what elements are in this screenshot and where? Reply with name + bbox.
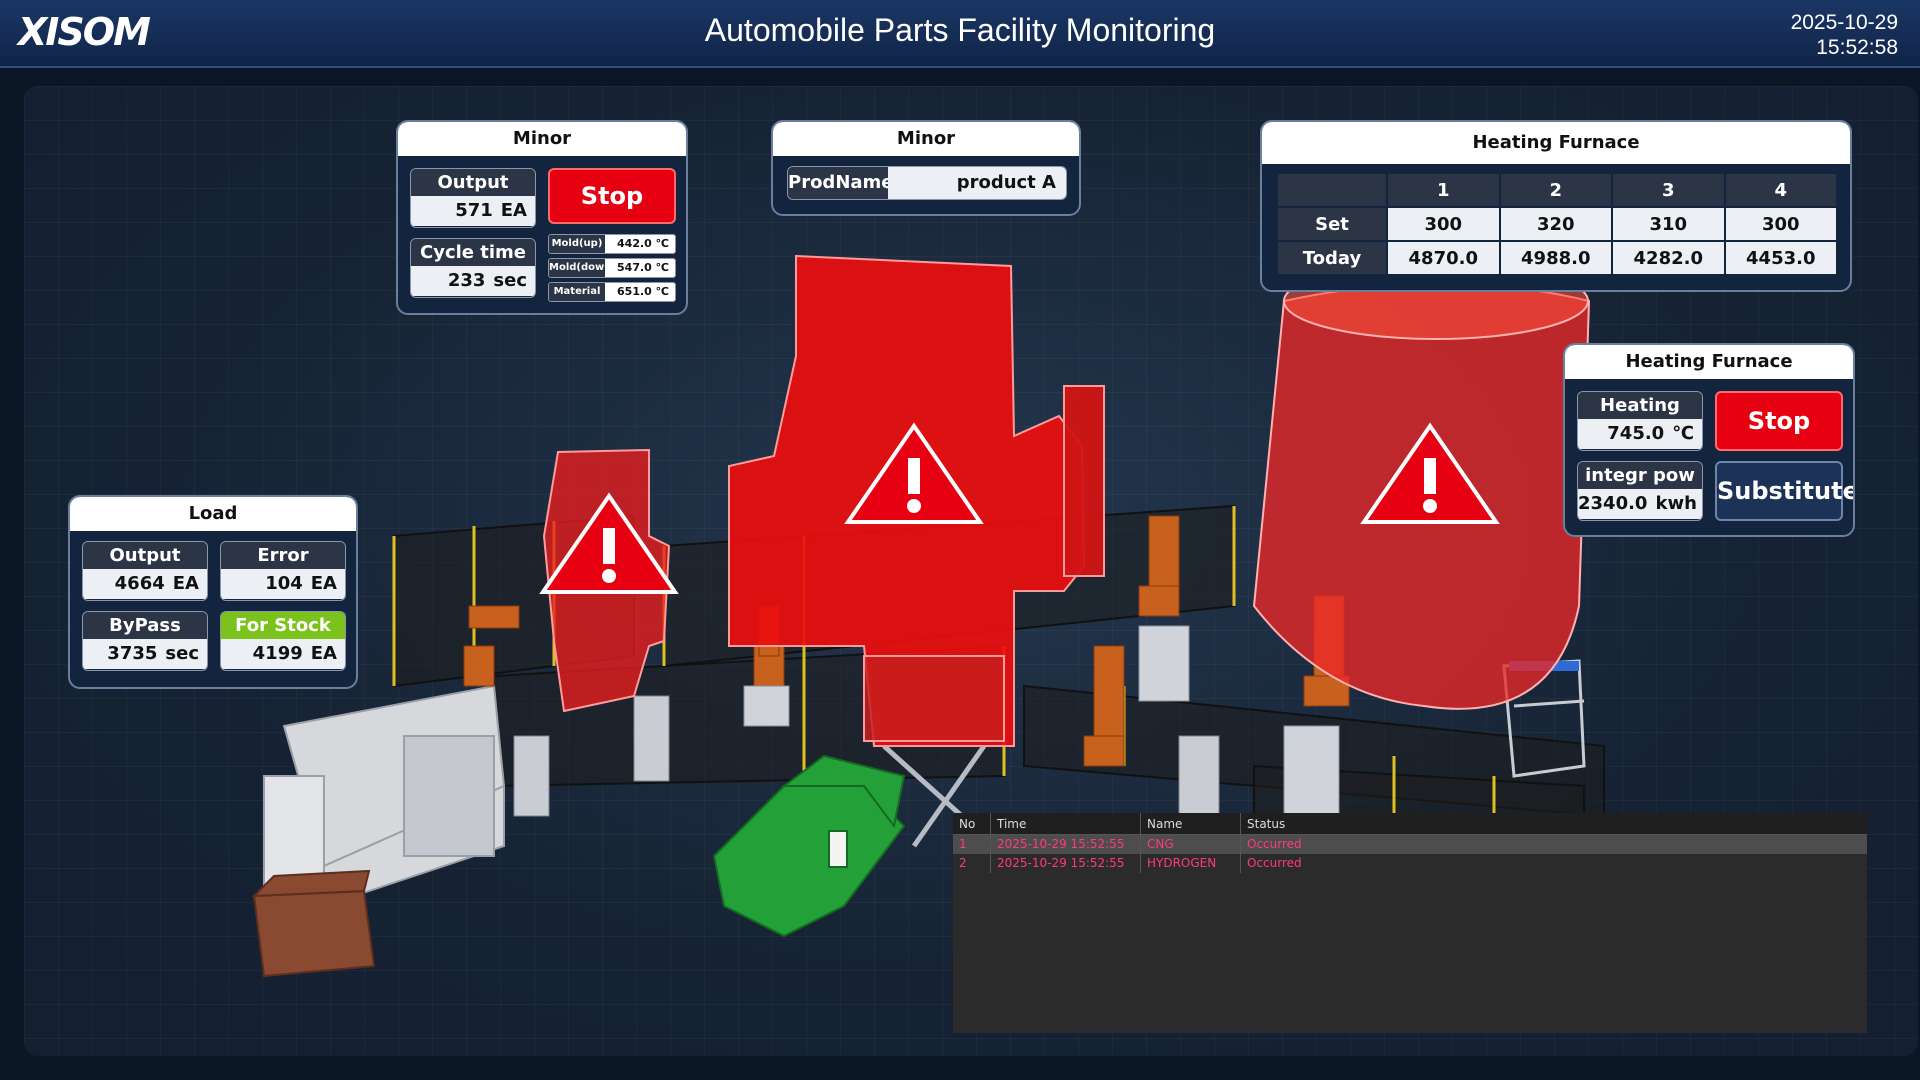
prod-name-value: product A (888, 167, 1066, 199)
panel-title: Load (70, 497, 356, 531)
col-header: 3 (1611, 172, 1726, 208)
panel-title: Minor (398, 122, 686, 156)
table-corner (1276, 172, 1388, 208)
alarm-status: Occurred (1247, 856, 1302, 870)
green-machine (712, 754, 906, 938)
panel-title: Heating Furnace (1262, 122, 1850, 164)
cell: 310 (1611, 206, 1726, 242)
panel-title: Minor (773, 122, 1079, 156)
alarm-log-header: No Time Name Status (953, 813, 1867, 835)
cell: 300 (1386, 206, 1501, 242)
stop-button[interactable]: Stop (1715, 391, 1843, 451)
substitute-button[interactable]: Substitute (1715, 461, 1853, 521)
cell: 4988.0 (1498, 240, 1613, 276)
col-header: 4 (1723, 172, 1838, 208)
col-name[interactable]: Name (1141, 813, 1241, 834)
heating-value: 745.0℃ (1578, 419, 1702, 449)
table-row: Today 4870.0 4988.0 4282.0 4453.0 (1276, 240, 1838, 276)
xisom-logo: XISOM (18, 10, 151, 54)
cycle-time-label: Cycle time (411, 239, 535, 266)
alarm-row[interactable]: 2 2025-10-29 15:52:55 HYDROGEN Occurred (953, 854, 1867, 873)
cell: 4870.0 (1386, 240, 1501, 276)
alarm-no: 1 (953, 835, 991, 854)
heating-furnace-status-panel: Heating Furnace Heating 745.0℃ integr po… (1563, 343, 1855, 537)
page-title: Automobile Parts Facility Monitoring (704, 12, 1216, 48)
load-bypass-label: ByPass (83, 612, 207, 639)
warning-triangle-icon[interactable] (539, 492, 679, 596)
load-stock-label: For Stock (221, 612, 345, 639)
integrated-power-label: integr pow (1578, 462, 1702, 489)
mold-up-temp: Mold(up)442.0 ℃ (548, 234, 676, 254)
furnace-setpoint-table: 1 2 3 4 Set 300 320 310 300 Today 4870.0… (1276, 172, 1838, 276)
mold-down-temp: Mold(down)547.0 ℃ (548, 258, 676, 278)
alarm-name: HYDROGEN (1141, 854, 1241, 873)
prod-name-label: ProdName (788, 167, 894, 199)
control-cabinets (513, 695, 1220, 817)
col-no[interactable]: No (953, 813, 991, 834)
alarm-no: 2 (953, 854, 991, 873)
stop-button[interactable]: Stop (548, 168, 676, 224)
app-header: XISOM Automobile Parts Facility Monitori… (0, 0, 1920, 68)
load-station (263, 684, 506, 908)
clock: 2025-10-29 15:52:58 (1791, 10, 1898, 60)
cell: 4453.0 (1723, 240, 1838, 276)
alarm-name: CNG (1141, 835, 1241, 854)
alarm-log[interactable]: No Time Name Status 1 2025-10-29 15:52:5… (953, 813, 1867, 1033)
robot-pedestals (743, 625, 1340, 817)
heating-metric: Heating 745.0℃ (1577, 391, 1703, 451)
alarm-row[interactable]: 1 2025-10-29 15:52:55 CNG Occurred (953, 835, 1867, 854)
cell: 320 (1498, 206, 1613, 242)
minor-product-panel: Minor ProdName product A (771, 120, 1081, 216)
col-time[interactable]: Time (991, 813, 1141, 834)
material-bin (251, 869, 376, 978)
table-row: Set 300 320 310 300 (1276, 206, 1838, 242)
warning-triangle-icon[interactable] (1360, 422, 1500, 526)
col-header: 2 (1498, 172, 1613, 208)
col-status[interactable]: Status (1247, 817, 1286, 831)
load-error-label: Error (221, 542, 345, 569)
panel-title: Heating Furnace (1565, 345, 1853, 379)
heating-furnace-table-panel: Heating Furnace 1 2 3 4 Set 300 320 310 … (1260, 120, 1852, 292)
heating-label: Heating (1578, 392, 1702, 419)
output-label: Output (411, 169, 535, 196)
cell: 300 (1723, 206, 1838, 242)
cell: 4282.0 (1611, 240, 1726, 276)
row-label: Set (1276, 206, 1388, 242)
clock-time: 15:52:58 (1816, 36, 1898, 59)
alarm-status: Occurred (1247, 837, 1302, 851)
alarm-time: 2025-10-29 15:52:55 (991, 835, 1141, 854)
alarm-time: 2025-10-29 15:52:55 (991, 854, 1141, 873)
clock-date: 2025-10-29 (1790, 11, 1898, 34)
product-name-field: ProdName product A (787, 166, 1067, 200)
row-label: Today (1276, 240, 1388, 276)
load-output-label: Output (83, 542, 207, 569)
warning-triangle-icon[interactable] (844, 422, 984, 526)
col-header: 1 (1386, 172, 1501, 208)
